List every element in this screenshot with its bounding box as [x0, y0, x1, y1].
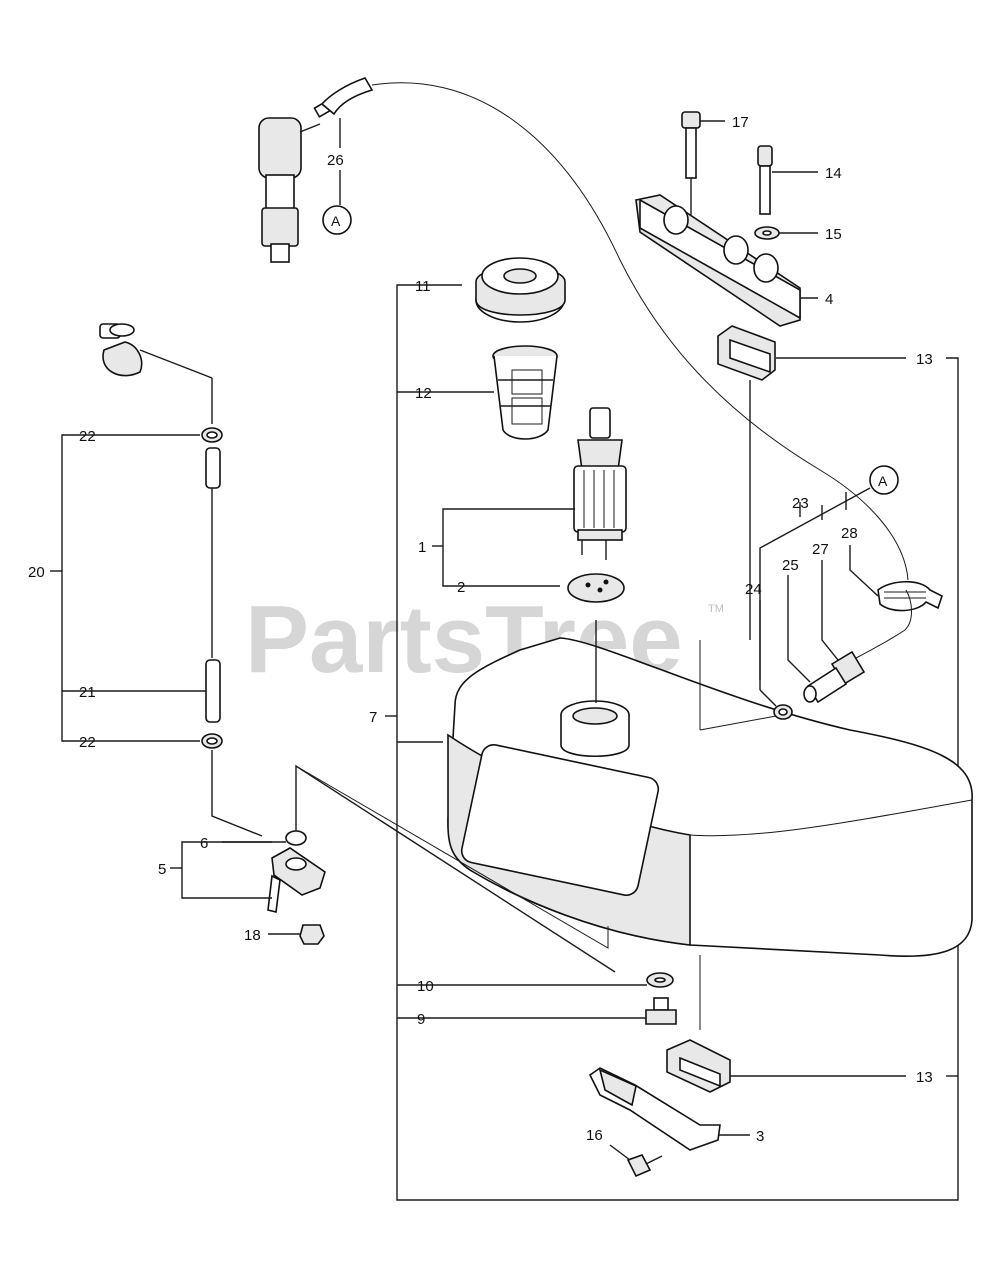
- ref-a-right-text: A: [878, 473, 888, 489]
- label-13-top: 13: [916, 351, 933, 368]
- bolt-17: [681, 111, 725, 215]
- clamp-22-bottom: [201, 733, 223, 749]
- bracket-23: [759, 487, 871, 680]
- assembly-bracket-7: [385, 284, 959, 1201]
- label-20: 20: [28, 564, 45, 581]
- return-hose-26: [320, 77, 909, 581]
- label-15: 15: [825, 226, 842, 243]
- label-4: 4: [825, 291, 833, 308]
- pipe-to-cock: [211, 750, 263, 837]
- hose-21-top: [205, 447, 221, 489]
- label-6: 6: [200, 835, 208, 852]
- label-27: 27: [812, 541, 829, 558]
- bracket-20: [61, 434, 200, 742]
- ref-marker-a-right: A: [869, 465, 899, 495]
- label-21: 21: [79, 684, 96, 701]
- label-17: 17: [732, 114, 749, 131]
- washer-10: [646, 972, 674, 988]
- label-22-top: 22: [79, 428, 96, 445]
- label-7: 7: [369, 709, 377, 726]
- cushion-13-bottom: [666, 1039, 731, 1093]
- fuel-tank-stay-3: [588, 1067, 750, 1151]
- label-10: 10: [417, 978, 434, 995]
- clamp-22-top: [201, 427, 223, 443]
- ref-a-top-text: A: [331, 213, 341, 229]
- label-5: 5: [158, 861, 166, 878]
- label-25: 25: [782, 557, 799, 574]
- drain-plug-9: [645, 997, 677, 1025]
- tank-cap-11: [475, 257, 566, 323]
- fuel-cock-5: [267, 847, 326, 913]
- label-24: 24: [745, 581, 762, 598]
- clamp-28: [877, 580, 943, 612]
- fuel-filter-1: [573, 407, 627, 560]
- label-22-bottom: 22: [79, 734, 96, 751]
- nut-18: [299, 924, 325, 945]
- hose-21: [205, 659, 221, 723]
- bracket-1-2: [442, 508, 575, 587]
- fuel-pump-fitting: [99, 323, 213, 424]
- label-18: 18: [244, 927, 261, 944]
- label-3: 3: [756, 1128, 764, 1145]
- label-9: 9: [417, 1011, 425, 1028]
- stud-14: [757, 145, 818, 215]
- bracket-5: [181, 841, 272, 899]
- label-2: 2: [457, 579, 465, 596]
- label-12: 12: [415, 385, 432, 402]
- label-16: 16: [586, 1127, 603, 1144]
- label-28: 28: [841, 525, 858, 542]
- watermark-trademark: TM: [708, 603, 724, 615]
- label-23: 23: [792, 495, 809, 512]
- label-13-bottom: 13: [916, 1069, 933, 1086]
- gasket-2: [567, 573, 625, 603]
- strainer-12: [462, 345, 558, 440]
- cushion-13-top: [717, 325, 906, 640]
- fuel-tank-7: [447, 620, 973, 958]
- tank-outlet-line: [295, 765, 609, 949]
- label-11: 11: [415, 278, 431, 295]
- injector-nozzle: [258, 100, 333, 263]
- bracket-4: [635, 194, 818, 327]
- label-1: 1: [418, 539, 426, 556]
- bolt-16: [626, 1154, 663, 1178]
- label-26: 26: [327, 152, 344, 169]
- clamp-24: [773, 704, 793, 720]
- gasket-6: [285, 830, 307, 846]
- washer-15: [754, 226, 818, 240]
- label-14: 14: [825, 165, 842, 182]
- joint-pipe-25: [803, 666, 848, 704]
- ref-marker-a-top: A: [322, 205, 352, 235]
